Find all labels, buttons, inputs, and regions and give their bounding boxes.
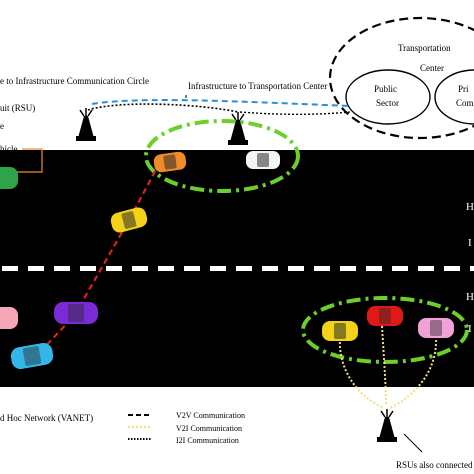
vehicle-pointer bbox=[14, 148, 43, 173]
lane-marking bbox=[2, 266, 474, 271]
center-title: Transportation bbox=[398, 43, 451, 53]
lane-dash bbox=[106, 266, 122, 271]
v2v-link bbox=[39, 161, 161, 353]
legend: V2V Communication V2I Communication I2I … bbox=[128, 411, 245, 445]
rsu-note: RSUs also connected bbox=[396, 460, 473, 470]
road-text-i1: I bbox=[468, 237, 472, 249]
lane-dash bbox=[392, 266, 408, 271]
lane-dash bbox=[236, 266, 252, 271]
private-sector-line2: Comm bbox=[456, 98, 474, 108]
legend-v2i-text: V2I Communication bbox=[176, 424, 242, 433]
rsu-note-pointer bbox=[403, 433, 423, 453]
public-sector-bubble bbox=[345, 69, 431, 125]
circle-label: e to Infrastructure Communication Circle bbox=[0, 76, 149, 86]
lane-dash bbox=[210, 266, 226, 271]
legend-i2i-text: I2I Communication bbox=[176, 436, 239, 445]
road-text-i2: I bbox=[468, 323, 472, 335]
rsu-label: uit (RSU) bbox=[0, 103, 35, 113]
car-icon bbox=[10, 342, 54, 370]
private-sector-bubble bbox=[434, 69, 474, 125]
private-sector-line1: Pri bbox=[458, 84, 469, 94]
vehicle-label: hicle bbox=[0, 144, 18, 154]
lane-dash bbox=[340, 266, 356, 271]
lane-dash bbox=[314, 266, 330, 271]
v2i-link-1 bbox=[338, 337, 385, 409]
lane-dash bbox=[184, 266, 200, 271]
car-icon bbox=[0, 307, 18, 329]
car-icon bbox=[322, 321, 358, 341]
road-text-h2: H bbox=[466, 291, 474, 303]
lane-dash bbox=[418, 266, 434, 271]
car-icon bbox=[54, 302, 98, 324]
infra-link-center bbox=[239, 111, 351, 115]
infra-blue-link bbox=[91, 99, 351, 107]
v2i-circle-top bbox=[144, 119, 300, 193]
center-subtitle: Center bbox=[420, 63, 444, 73]
e-label: e bbox=[0, 121, 4, 131]
car-icon bbox=[0, 167, 18, 189]
lane-dash bbox=[444, 266, 460, 271]
network-label: d Hoc Network (VANET) bbox=[0, 413, 93, 423]
lane-dash bbox=[2, 266, 18, 271]
public-sector-line1: Public bbox=[374, 84, 397, 94]
public-sector-line2: Sector bbox=[376, 98, 399, 108]
car-icon bbox=[367, 306, 403, 326]
rsu-tower-icon bbox=[228, 112, 248, 145]
road-text-h1: H bbox=[466, 201, 474, 213]
i2i-link-top bbox=[87, 103, 239, 113]
lane-dash bbox=[54, 266, 70, 271]
rsu-tower-icon bbox=[76, 108, 96, 141]
lane-dash bbox=[28, 266, 44, 271]
infra-center-label: Infrastructure to Transportation Center bbox=[188, 81, 327, 91]
v2i-circle-bottom bbox=[301, 296, 469, 364]
transportation-center: Transportation Center Public Sector Pri … bbox=[328, 16, 474, 140]
lane-dash bbox=[158, 266, 174, 271]
lane-dash bbox=[470, 266, 474, 271]
lane-dash bbox=[80, 266, 96, 271]
car-icon bbox=[153, 151, 187, 173]
lane-dash bbox=[262, 266, 278, 271]
car-icon bbox=[418, 318, 454, 338]
car-icon bbox=[246, 151, 280, 169]
car-icon bbox=[110, 207, 148, 233]
lane-dash bbox=[288, 266, 304, 271]
lane-dash bbox=[132, 266, 148, 271]
rsu-tower-icon bbox=[377, 409, 397, 442]
v2i-link-2 bbox=[381, 325, 387, 407]
lane-dash bbox=[366, 266, 382, 271]
legend-v2v-text: V2V Communication bbox=[176, 411, 245, 420]
